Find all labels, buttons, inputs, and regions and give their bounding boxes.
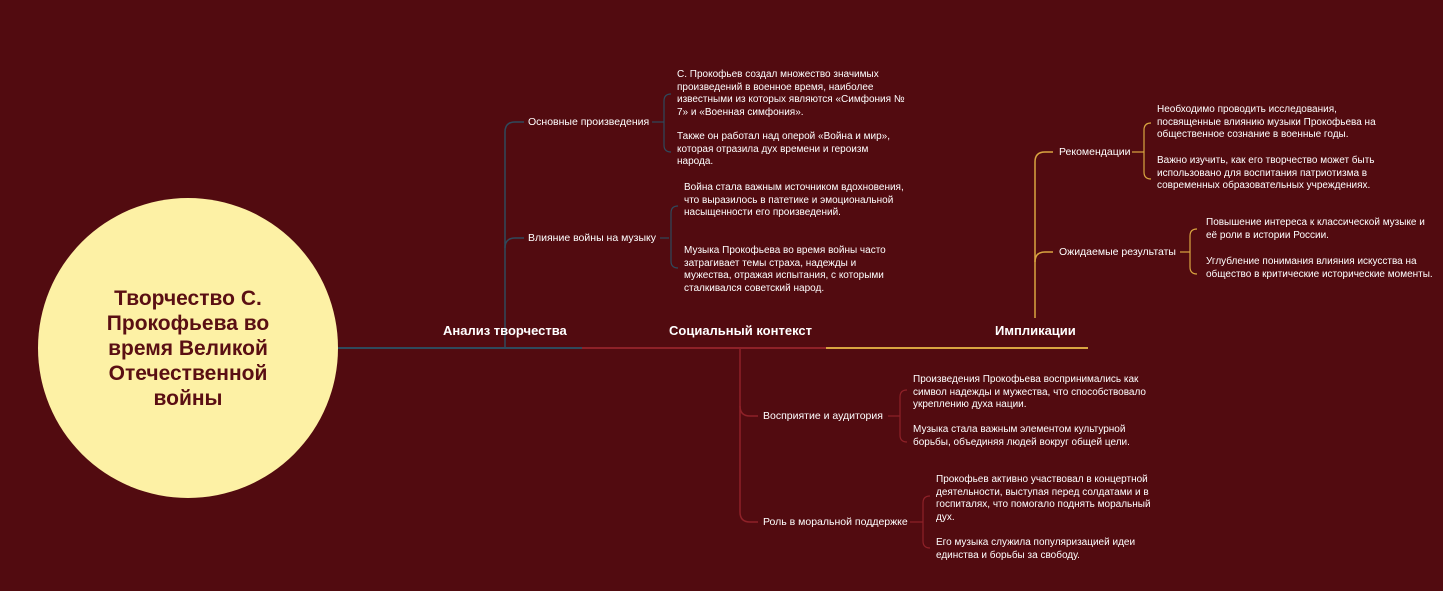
implications-sub1-bracket bbox=[1143, 122, 1152, 180]
subtopic-war-influence[interactable]: Влияние войны на музыку bbox=[528, 232, 656, 244]
branch-label-implications[interactable]: Импликации bbox=[995, 323, 1076, 338]
central-topic-title: Творчество С. Прокофьева во время Велико… bbox=[106, 286, 270, 410]
leaf-analysis-1-2: Также он работал над оперой «Война и мир… bbox=[677, 131, 891, 167]
social-sub1-link bbox=[739, 405, 758, 417]
social-sub2-bracket bbox=[922, 495, 931, 549]
subtopic-recommendations[interactable]: Рекомендации bbox=[1059, 146, 1131, 158]
leaf-impl-2-2: Углубление понимания влияния искусства н… bbox=[1206, 256, 1433, 280]
leaf-impl-1-2: Важно изучить, как его творчество может … bbox=[1157, 155, 1375, 191]
leaf-analysis-2-2: Музыка Прокофьева во время войны часто з… bbox=[684, 245, 886, 294]
subtopic-main-works[interactable]: Основные произведения bbox=[528, 116, 650, 128]
social-sub1-bracket bbox=[899, 389, 908, 443]
leaf-social-1-2: Музыка стала важным элементом культурной… bbox=[913, 424, 1130, 448]
subtopic-perception-audience[interactable]: Восприятие и аудитория bbox=[763, 410, 883, 422]
leaf-analysis-1-1: С. Прокофьев создал множество значимых п… bbox=[677, 69, 905, 118]
analysis-trunk bbox=[504, 121, 524, 348]
analysis-sub2-link bbox=[504, 237, 524, 249]
leaf-social-1-1: Произведения Прокофьева воспринимались к… bbox=[913, 374, 1146, 410]
leaf-social-2-1: Прокофьев активно участвовал в концертно… bbox=[936, 474, 1151, 523]
leaf-impl-1-1: Необходимо проводить исследования, посвя… bbox=[1157, 104, 1376, 140]
analysis-sub1-bracket bbox=[663, 93, 672, 153]
analysis-sub2-bracket bbox=[670, 205, 679, 269]
subtopic-moral-support[interactable]: Роль в моральной поддержке bbox=[763, 516, 908, 528]
implications-trunk bbox=[1034, 151, 1053, 318]
subtopic-expected-results[interactable]: Ожидаемые результаты bbox=[1059, 246, 1176, 258]
implications-sub2-link bbox=[1034, 251, 1053, 263]
implications-sub2-bracket bbox=[1189, 228, 1198, 275]
central-topic-node[interactable]: Творчество С. Прокофьева во время Велико… bbox=[38, 198, 338, 498]
leaf-analysis-2-1: Война стала важным источником вдохновени… bbox=[684, 182, 904, 218]
social-trunk bbox=[739, 348, 758, 523]
leaf-social-2-2: Его музыка служила популяризацией идеи е… bbox=[936, 537, 1136, 561]
leaf-impl-2-1: Повышение интереса к классической музыке… bbox=[1206, 217, 1425, 241]
branch-label-analysis[interactable]: Анализ творчества bbox=[443, 323, 567, 338]
branch-label-social[interactable]: Социальный контекст bbox=[669, 323, 813, 338]
